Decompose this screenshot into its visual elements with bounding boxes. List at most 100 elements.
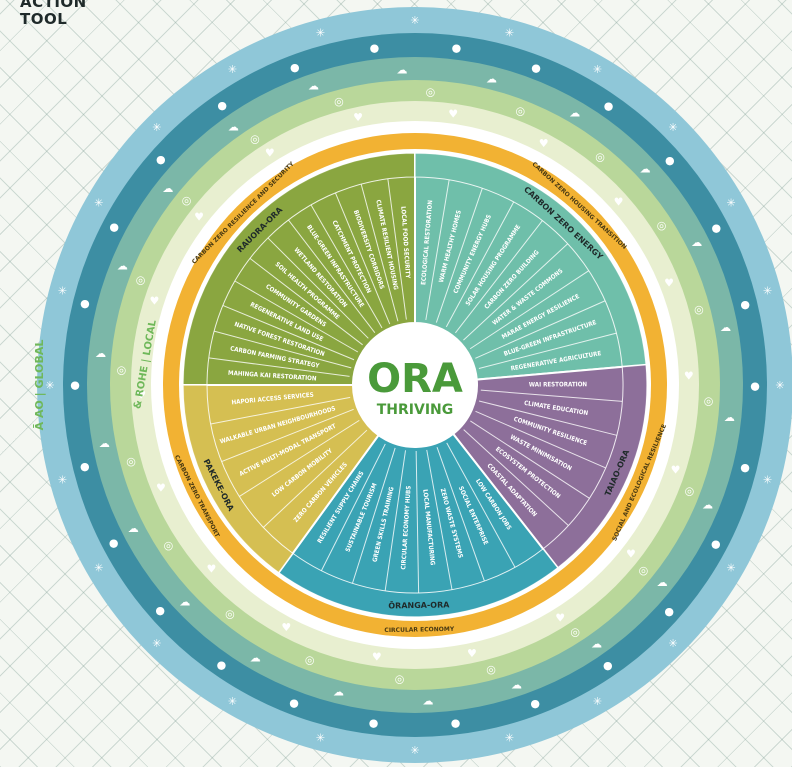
sector-divider xyxy=(249,257,363,346)
sector-divider xyxy=(435,188,483,323)
raindrop-icon: ● xyxy=(369,716,379,729)
heart-icon: ♥ xyxy=(136,389,146,402)
sector-divider xyxy=(287,219,376,333)
center-hub: ORA THRIVING xyxy=(353,323,477,447)
cycle-icon: ◎ xyxy=(516,105,526,118)
sun-icon: ✳ xyxy=(505,732,514,745)
cycle-icon: ◎ xyxy=(426,85,436,98)
heart-icon: ♥ xyxy=(206,562,216,575)
sector-divider xyxy=(480,389,623,402)
sector-header-band xyxy=(182,384,294,574)
sun-icon: ✳ xyxy=(593,63,602,76)
sun-icon: ✳ xyxy=(668,637,677,650)
sector-item-label: WAI RESTORATION xyxy=(529,381,588,388)
cloud-icon: ☁ xyxy=(511,678,522,691)
sector-divider xyxy=(469,270,590,350)
sun-icon: ✳ xyxy=(228,63,237,76)
sector-divider xyxy=(387,178,407,320)
heart-icon: ♥ xyxy=(372,650,382,663)
raindrop-icon: ● xyxy=(109,221,119,234)
raindrop-icon: ● xyxy=(156,153,166,166)
heart-icon: ♥ xyxy=(156,482,166,495)
sector-header: ŌRANGA-ORA xyxy=(388,599,450,610)
sector-divider xyxy=(445,201,515,328)
cycle-icon: ◎ xyxy=(704,394,714,407)
heart-icon: ♥ xyxy=(448,108,458,121)
cloud-icon: ☁ xyxy=(486,72,497,85)
cycle-icon: ◎ xyxy=(225,607,235,620)
cycle-icon: ◎ xyxy=(570,626,580,639)
heart-icon: ♥ xyxy=(539,137,549,150)
cycle-icon: ◎ xyxy=(117,364,127,377)
cloud-icon: ☁ xyxy=(308,80,319,93)
cloud-icon: ☁ xyxy=(640,162,651,175)
sector-divider xyxy=(221,408,354,463)
cloud-icon: ☁ xyxy=(569,106,580,119)
cloud-icon: ☁ xyxy=(128,522,139,535)
sector-divider xyxy=(425,179,450,320)
heart-icon: ♥ xyxy=(626,548,636,561)
raindrop-icon: ● xyxy=(711,221,721,234)
raindrop-icon: ● xyxy=(80,297,90,310)
sun-icon: ✳ xyxy=(58,285,67,298)
cycle-icon: ◎ xyxy=(694,303,704,316)
sector-divider xyxy=(436,447,485,582)
sector-divider xyxy=(475,410,606,469)
sun-icon: ✳ xyxy=(775,379,784,392)
sector-divider xyxy=(384,450,407,591)
cloud-icon: ☁ xyxy=(179,596,190,609)
sector-divider xyxy=(310,204,383,329)
sun-icon: ✳ xyxy=(668,121,677,134)
cloud-icon: ☁ xyxy=(423,695,434,708)
sector-divider xyxy=(263,429,368,528)
cloud-icon: ☁ xyxy=(162,182,173,195)
sector-divider xyxy=(239,419,360,497)
corner-title-line2: TOOL xyxy=(20,10,68,28)
raindrop-icon: ● xyxy=(750,379,760,392)
center-circle xyxy=(353,323,477,447)
sun-icon: ✳ xyxy=(593,695,602,708)
sun-icon: ✳ xyxy=(763,473,772,486)
sun-icon: ✳ xyxy=(505,26,514,39)
sector-divider xyxy=(426,449,453,590)
raindrop-icon: ● xyxy=(603,659,613,672)
ring-icons: ✳✳✳✳✳✳✳✳✳✳✳✳✳✳✳✳✳✳✳✳✳✳✳✳●●●●●●●●●●●●●●●●… xyxy=(45,14,784,757)
raindrop-icon: ● xyxy=(80,460,90,473)
sector-divider xyxy=(213,330,352,369)
cycle-icon: ◎ xyxy=(685,484,695,497)
cloud-icon: ☁ xyxy=(724,411,735,424)
sector-divider xyxy=(415,450,420,593)
cloud-icon: ☁ xyxy=(691,236,702,249)
cycle-icon: ◎ xyxy=(657,219,667,232)
cycle-icon: ◎ xyxy=(164,539,174,552)
heart-icon: ♥ xyxy=(684,369,694,382)
sector-divider xyxy=(267,237,369,339)
cloud-icon: ☁ xyxy=(99,437,110,450)
cycle-icon: ◎ xyxy=(595,151,605,164)
sector-divider xyxy=(208,357,350,377)
sector-divider xyxy=(478,400,617,436)
sun-icon: ✳ xyxy=(726,562,735,575)
raindrop-icon: ● xyxy=(370,41,380,54)
cycle-icon: ◎ xyxy=(305,653,315,666)
cycle-icon: ◎ xyxy=(136,274,146,287)
raindrop-icon: ● xyxy=(604,99,614,112)
sector-divider xyxy=(475,300,606,359)
sun-icon: ✳ xyxy=(316,732,325,745)
sector-divider xyxy=(478,332,617,370)
corner-title: ACTION TOOL xyxy=(20,0,87,28)
sun-icon: ✳ xyxy=(228,695,237,708)
heart-icon: ♥ xyxy=(194,210,204,223)
cycle-icon: ◎ xyxy=(250,132,260,145)
cloud-icon: ☁ xyxy=(250,652,261,665)
sector-divider xyxy=(334,192,391,325)
cycle-icon: ◎ xyxy=(126,455,136,468)
raindrop-icon: ● xyxy=(451,717,461,730)
raindrop-icon: ● xyxy=(740,298,750,311)
sector-divider xyxy=(222,304,355,361)
cloud-icon: ☁ xyxy=(333,686,344,699)
heart-icon: ♥ xyxy=(353,111,363,124)
sun-icon: ✳ xyxy=(726,197,735,210)
center-subtitle: THRIVING xyxy=(377,402,454,418)
ring-label-global: Ā AO | GLOBAL xyxy=(33,340,46,431)
